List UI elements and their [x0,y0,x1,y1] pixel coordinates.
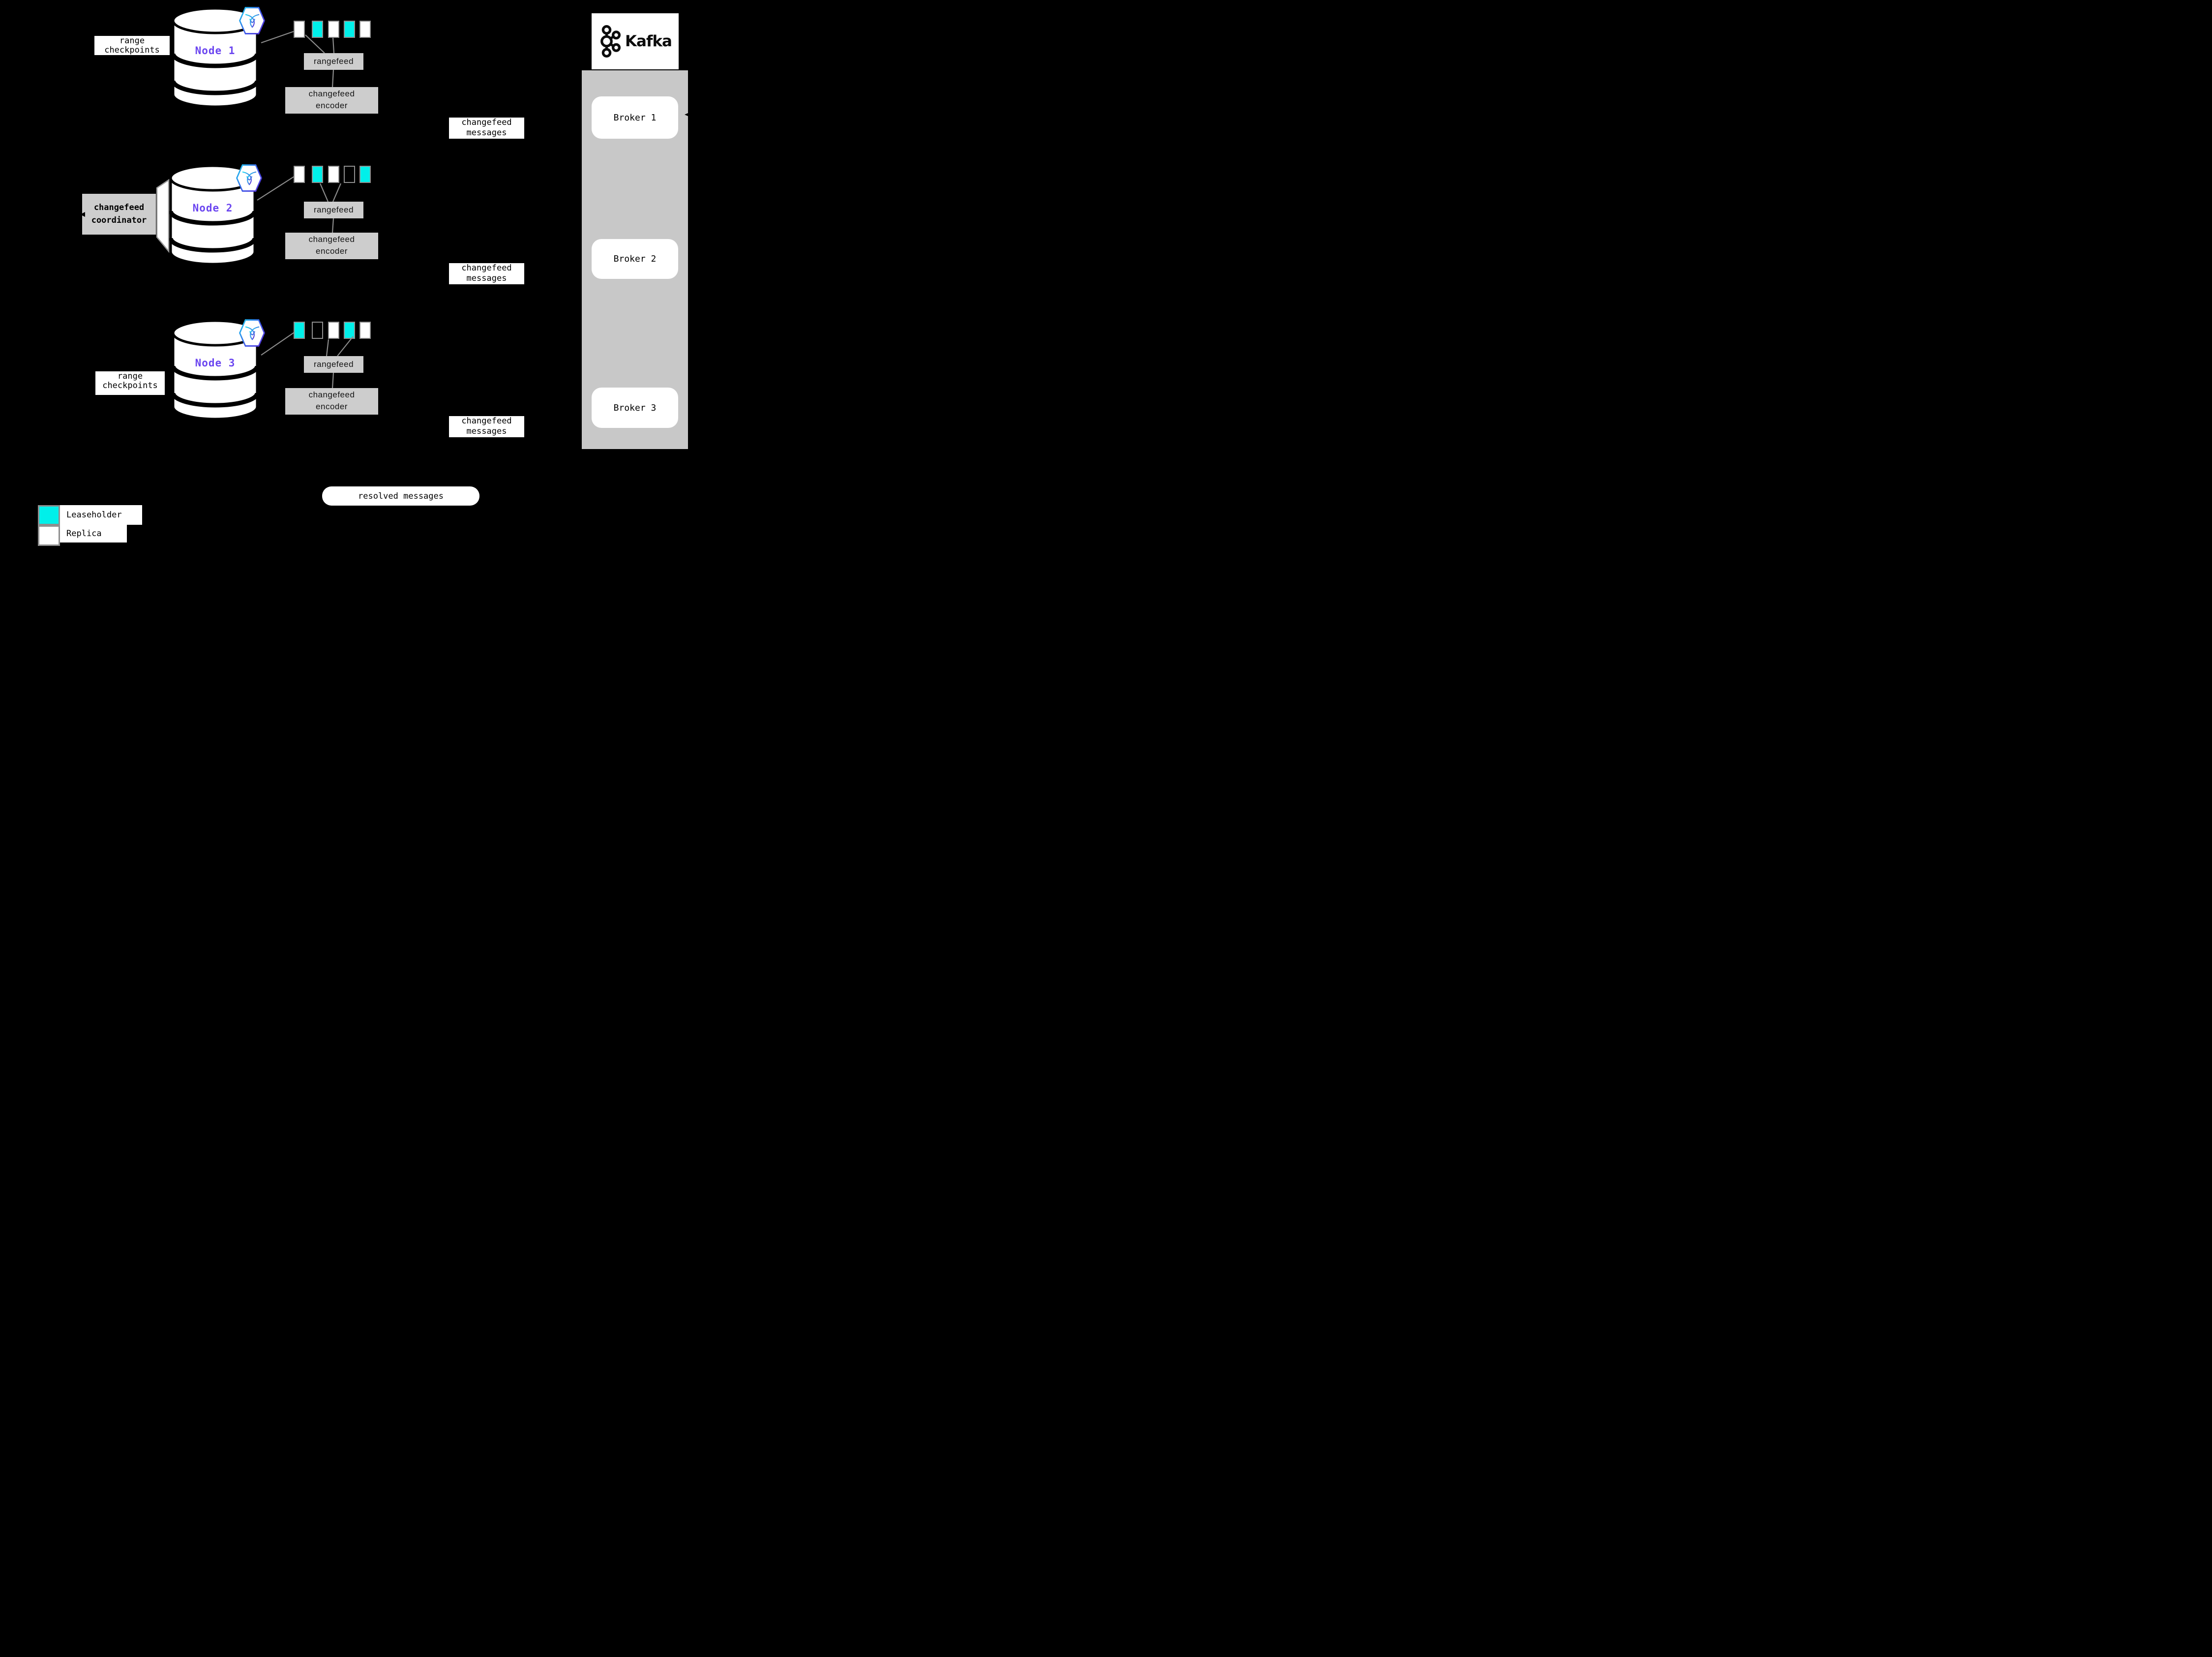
node-2-label: Node 2 [192,202,233,214]
encoder-line2: encoder [316,402,348,411]
legend-label-leaseholder: Leaseholder [60,505,142,525]
range-rect [344,21,355,38]
changefeed-encoder-box-node3: changefeed encoder [285,388,378,415]
kafka-broker-3: Broker 3 [592,388,678,428]
legend-swatch-leaseholder [38,505,60,525]
range-rect [312,166,323,183]
messages-line2: messages [466,273,507,283]
node-1-label: Node 1 [195,45,236,57]
range-rect [359,166,371,183]
range-checkpoints-label-bottom: range checkpoints [95,371,165,395]
resolved-messages-pill: resolved messages [322,486,479,506]
kafka-wordmark: Kafka [625,32,672,50]
changefeed-coordinator-label: changefeed coordinator [82,194,156,235]
range-rect [328,21,339,38]
changefeed-messages-label-2: changefeed messages [449,263,524,284]
messages-line1: changefeed [461,118,512,127]
range-rect [312,322,323,339]
rangefeed-box-node1: rangefeed [304,53,363,70]
kafka-logo-box: Kafka [592,13,679,69]
node-2-cylinder [169,164,256,266]
range-rect [344,166,355,183]
encoder-line1: changefeed [308,89,355,98]
node-3-label: Node 3 [195,357,236,369]
legend-swatch-replica [38,525,60,546]
range-rect [294,21,305,38]
range-rect [344,322,355,339]
range-rect [359,21,371,38]
cockroachdb-logo-icon [239,7,265,34]
kafka-broker-2: Broker 2 [592,239,678,279]
encoder-line1: changefeed [308,235,355,244]
coordinator-line2: coordinator [91,215,147,225]
encoder-line1: changefeed [308,390,355,399]
messages-line1: changefeed [461,263,512,273]
changefeed-encoder-box-node1: changefeed encoder [285,87,378,114]
rangefeed-box-node2: rangefeed [304,202,363,218]
legend-label-replica: Replica [60,525,127,542]
coordinator-flap [156,179,170,253]
cockroachdb-mark [238,166,261,190]
changefeed-messages-label-3: changefeed messages [449,416,524,437]
messages-line2: messages [466,128,507,138]
range-checkpoints-line1: range [117,371,143,381]
range-checkpoints-label-top: range checkpoints [94,36,170,55]
cockroachdb-mark [240,8,264,33]
range-rect [312,21,323,38]
changefeed-architecture-diagram: range checkpoints Node 1 [0,0,738,552]
range-checkpoints-line1: range [119,36,145,46]
messages-line1: changefeed [461,416,512,426]
kafka-logo-icon [600,25,621,58]
changefeed-messages-label-1: changefeed messages [449,118,524,139]
range-rect [328,322,339,339]
range-checkpoints-line2: checkpoints [104,45,160,55]
messages-line2: messages [466,426,507,436]
node-1-cylinder [172,7,259,108]
range-checkpoints-line2: checkpoints [102,381,158,391]
range-rect [294,166,305,183]
node-3-cylinder [172,319,259,421]
range-rect [328,166,339,183]
encoder-line2: encoder [316,101,348,110]
coordinator-line1: changefeed [93,203,145,212]
changefeed-encoder-box-node2: changefeed encoder [285,233,378,259]
encoder-line2: encoder [316,246,348,256]
rangefeed-box-node3: rangefeed [304,356,363,373]
cockroachdb-mark [240,321,264,345]
kafka-broker-1: Broker 1 [592,96,678,139]
cockroachdb-logo-icon [239,319,265,347]
range-rect [294,322,305,339]
range-rect [359,322,371,339]
